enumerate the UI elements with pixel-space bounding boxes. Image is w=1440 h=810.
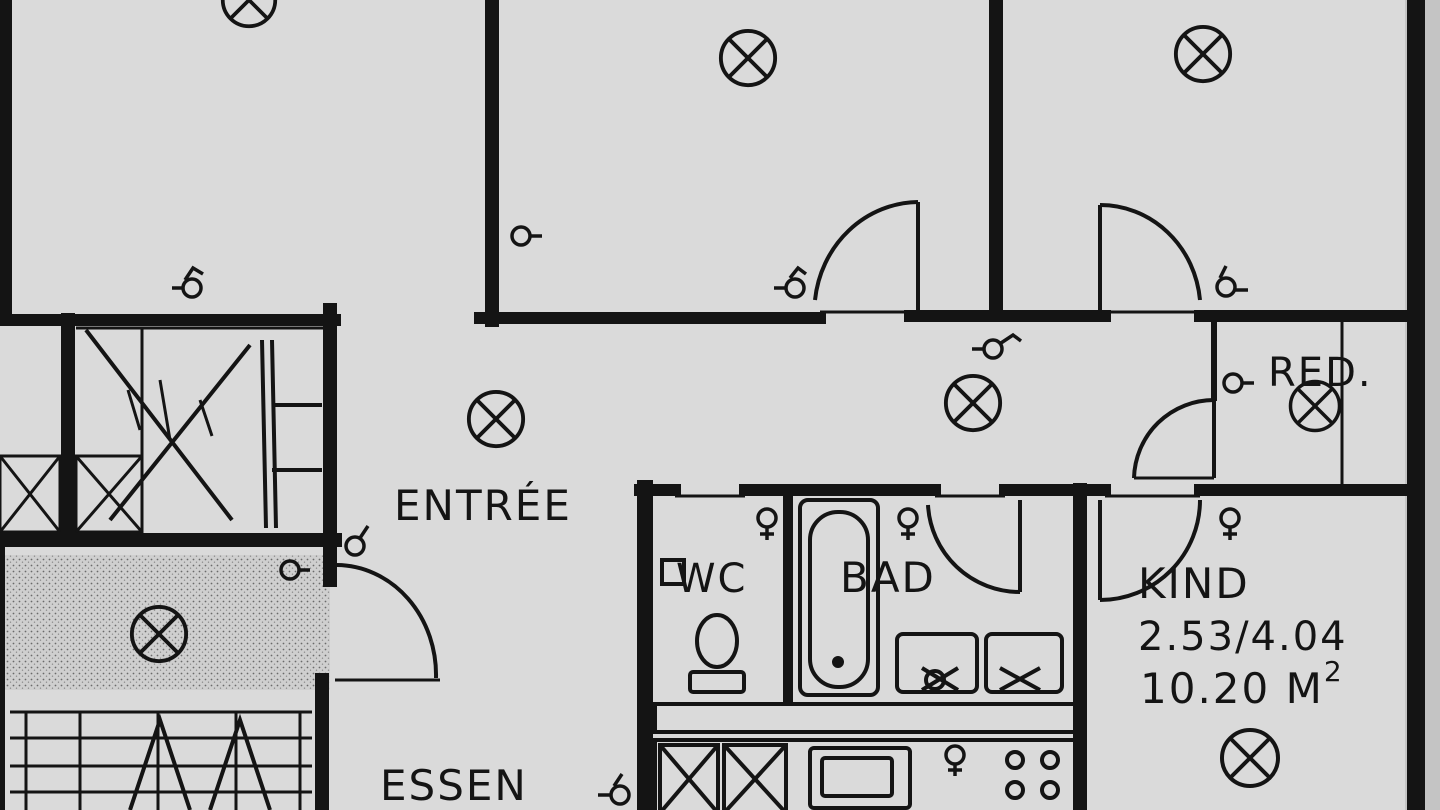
room-area-kind: 10.20 M2	[1140, 655, 1344, 713]
room-area-value: 10.20 M	[1140, 664, 1324, 713]
socket-icon	[1219, 507, 1241, 540]
thin-lines	[335, 310, 1214, 682]
light-switch-icon	[598, 773, 631, 806]
room-area-unit-superscript: 2	[1324, 655, 1344, 688]
socket-icon	[897, 507, 919, 540]
doors	[336, 200, 1216, 679]
double-sink	[895, 632, 1064, 694]
closet-left	[0, 326, 325, 534]
kitchen-counter	[653, 702, 1077, 810]
room-label-entree: ENTRÉE	[394, 480, 572, 530]
toilet	[660, 558, 746, 694]
bathtub	[798, 498, 880, 697]
room-dimensions-kind: 2.53/4.04	[1138, 614, 1348, 660]
light-switch-icon	[1222, 372, 1254, 394]
room-label-essen: ESSEN	[380, 761, 528, 810]
light-switch-icon	[344, 525, 370, 557]
stairs	[10, 710, 312, 810]
stairwell-floor	[0, 555, 330, 690]
light-switch-icon	[1215, 265, 1248, 298]
light-switch-icon	[774, 265, 808, 299]
room-label-kind: KIND	[1138, 559, 1250, 608]
socket-icon	[756, 507, 778, 540]
light-switch-icon	[172, 265, 204, 299]
light-switch-icon	[279, 559, 310, 581]
socket-icon	[944, 744, 966, 776]
room-label-wc: WC	[676, 556, 747, 602]
switches	[172, 225, 1254, 806]
room-label-bad: BAD	[840, 553, 936, 602]
room-label-red: RED.	[1268, 350, 1373, 396]
light-switch-icon	[510, 225, 542, 247]
light-switch-icon	[972, 332, 1023, 360]
